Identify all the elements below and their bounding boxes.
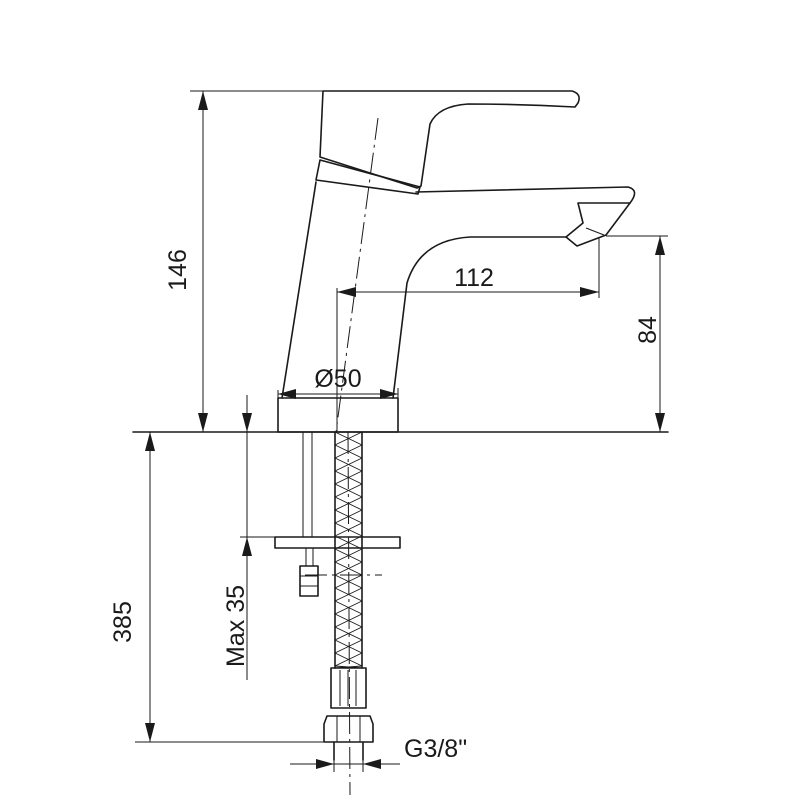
- faucet-body: [277, 90, 636, 433]
- fixing-plate: [274, 536, 401, 549]
- hose-ferrule: [330, 667, 367, 709]
- dim-385-arrow-bottom: [145, 723, 155, 742]
- hose-braid-line: [334, 457, 363, 472]
- dim-84-label: 84: [634, 316, 662, 344]
- dim-84-arrow-top: [655, 236, 665, 255]
- hose-braid-line: [334, 626, 363, 641]
- dim-35-arrow-bottom: [242, 537, 252, 556]
- dim-112-arrow-right: [580, 287, 599, 297]
- dim-385-arrow-top: [145, 432, 155, 451]
- dim-35-label: Max 35: [222, 585, 250, 667]
- hose-braid-pattern: [334, 431, 363, 669]
- spout-top: [415, 186, 636, 204]
- center-lines: [305, 117, 382, 796]
- braided-hose: [323, 431, 374, 761]
- dim-146-label: 146: [164, 249, 192, 291]
- connection-nut: [323, 715, 374, 743]
- lever-handle: [319, 90, 580, 189]
- hose-braid-line: [334, 535, 363, 550]
- cartridge-cap: [315, 159, 421, 195]
- dim-thread-arrow-left: [316, 759, 334, 769]
- hose-center-line: [347, 431, 351, 796]
- hose-braid-line: [334, 613, 363, 628]
- dim-50-arrow-left: [278, 389, 296, 399]
- hose-braid-line: [334, 509, 363, 524]
- hose-braid-line: [334, 496, 363, 511]
- mounting: [132, 431, 669, 597]
- hose-braid-line: [334, 652, 363, 667]
- dim-50-arrow-right: [380, 389, 398, 399]
- dim-84-arrow-bottom: [655, 413, 665, 432]
- hose-braid-line: [334, 522, 363, 537]
- aerator-inner: [585, 227, 605, 236]
- dim-112-label: 112: [454, 264, 494, 292]
- dim-thread-label: G3/8": [404, 735, 467, 763]
- dim-146-arrow-top: [198, 91, 208, 110]
- dim-385-label: 385: [109, 601, 137, 643]
- hose-braid-line: [334, 431, 363, 446]
- dim-50-label: Ø50: [314, 365, 361, 393]
- dim-35-arrow-top: [242, 413, 252, 432]
- hose-braid-line: [334, 483, 363, 498]
- hose-braid-line: [334, 548, 363, 563]
- hose-braid-line: [334, 587, 363, 602]
- hose-braid-line: [334, 639, 363, 654]
- dim-112-arrow-left: [337, 287, 356, 297]
- hose-braid-line: [334, 561, 363, 576]
- hose-braid-line: [334, 470, 363, 485]
- body-left-edge: [281, 181, 317, 399]
- dim-thread-arrow-right: [363, 759, 381, 769]
- dim-146-arrow-bottom: [198, 413, 208, 432]
- dimensions: 146 112 84 Ø50 Max 35 385: [109, 90, 668, 772]
- axis-center-line: [335, 117, 379, 433]
- hose-braid-line: [334, 600, 363, 615]
- hose-braid-line: [334, 444, 363, 459]
- hose-braid-line: [334, 574, 363, 589]
- fixing-nut: [299, 565, 319, 597]
- spout-underside: [392, 236, 567, 399]
- aerator: [565, 202, 631, 247]
